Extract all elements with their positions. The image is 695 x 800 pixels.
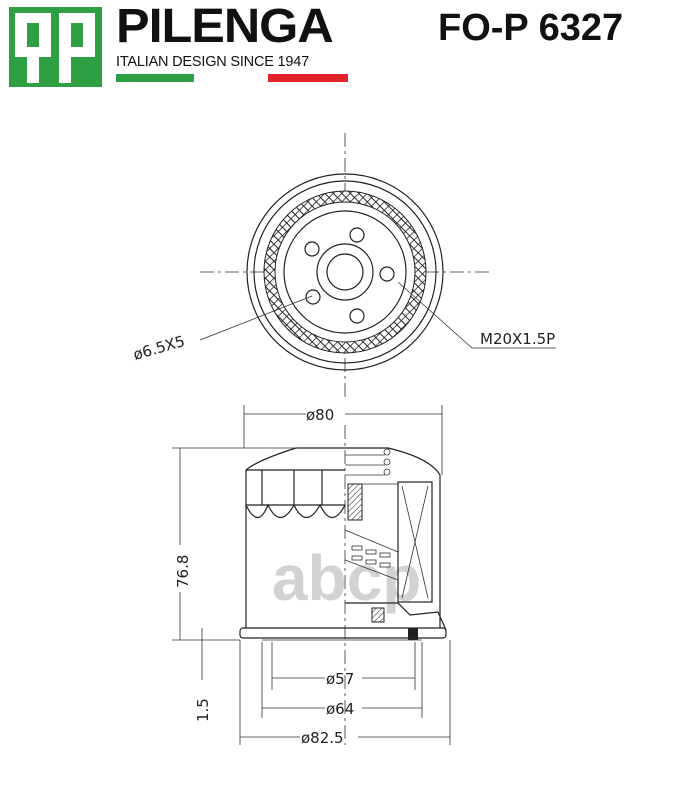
side-view: ø80 76.8 1.5 ø57 ø64 ø82.5 [172, 405, 451, 747]
brand-name: PILENGA [116, 0, 334, 53]
dim-base-thickness: 1.5 [194, 698, 212, 722]
qp-logo-icon [15, 13, 95, 83]
dim-base-diameter: ø82.5 [301, 729, 344, 747]
pilenga-logo-mark [9, 7, 102, 87]
mounting-holes [304, 227, 395, 324]
watermark: abcp [272, 542, 421, 614]
flag-stripe-green [116, 74, 194, 82]
holes-label: ø6.5X5 [131, 332, 187, 364]
brand-tagline: ITALIAN DESIGN SINCE 1947 [116, 54, 309, 70]
dim-gasket-outer: ø64 [326, 700, 354, 718]
top-view: ø6.5X5 M20X1.5P [131, 133, 556, 398]
part-number: FO-P 6327 [438, 7, 624, 49]
dim-outer-diameter: ø80 [306, 406, 334, 424]
dim-height: 76.8 [174, 555, 192, 588]
flag-stripe-red [268, 74, 348, 82]
dim-gasket-inner: ø57 [326, 670, 354, 688]
thread-label: M20X1.5P [480, 330, 555, 348]
